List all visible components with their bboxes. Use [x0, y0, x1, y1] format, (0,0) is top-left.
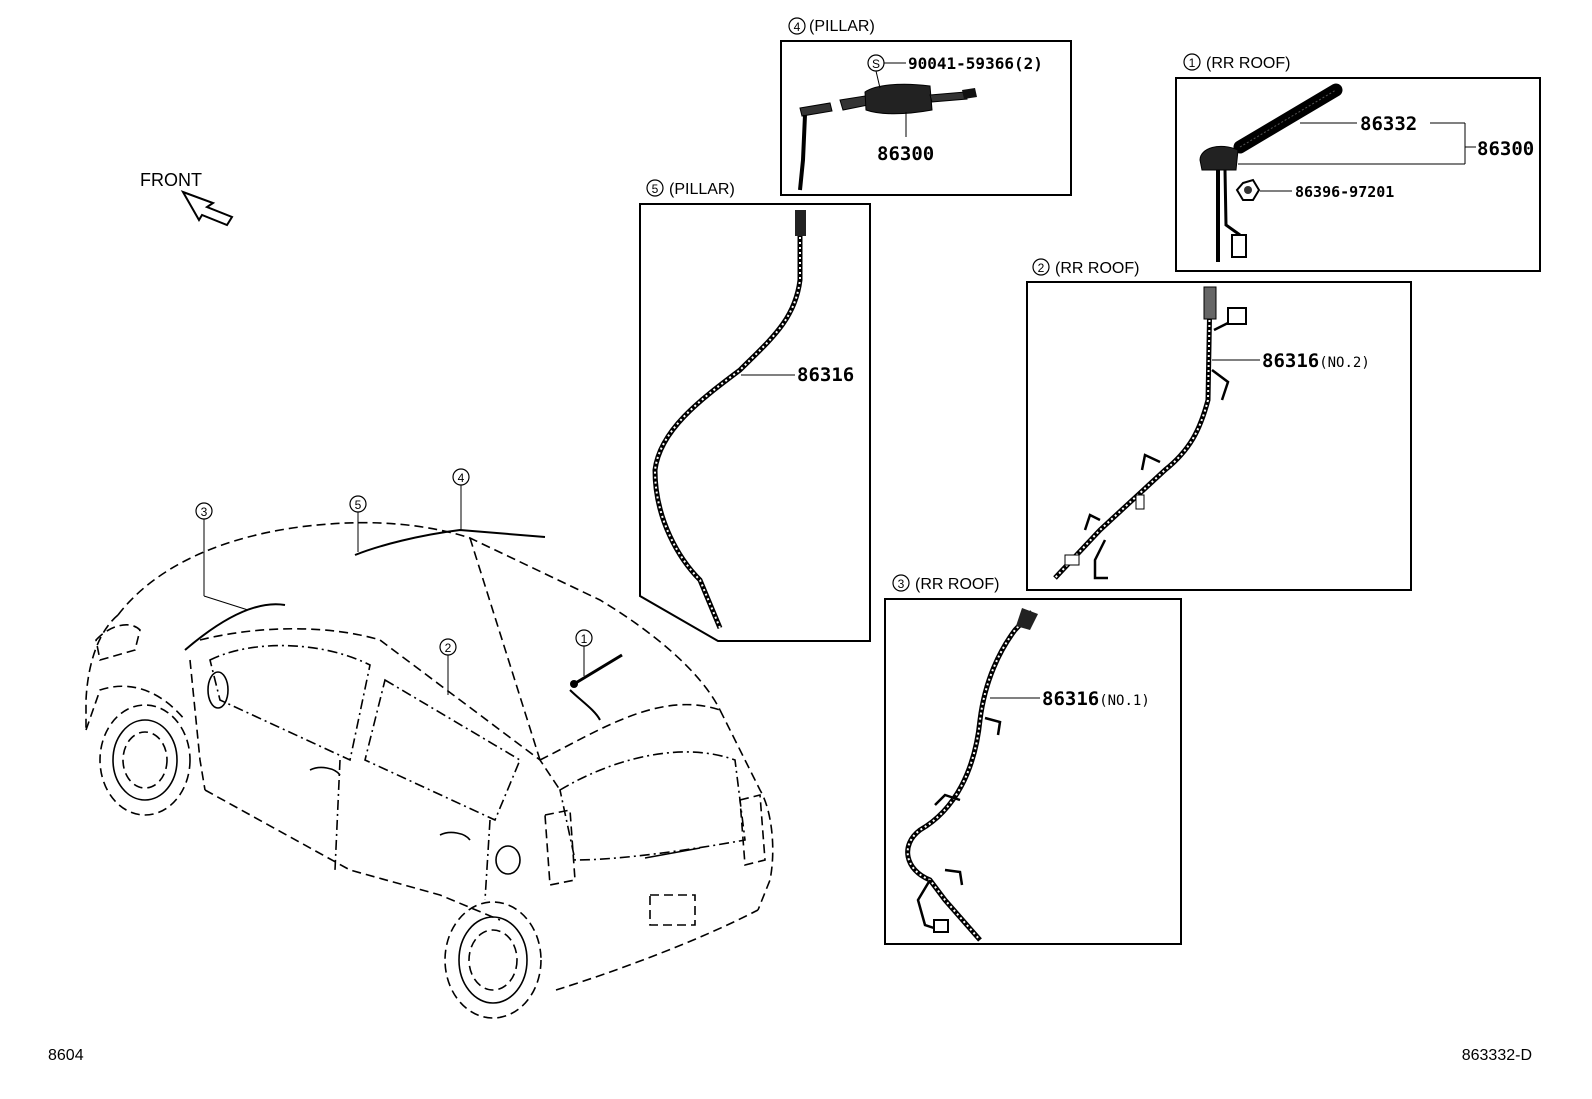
cable-86316-no1 — [905, 610, 1034, 942]
antenna-module — [864, 83, 933, 115]
clip — [1135, 494, 1145, 510]
panel-number: 2 — [1038, 261, 1045, 275]
panel-number-circle — [646, 179, 664, 197]
panel-rr-roof-2: 2 (RR ROOF) 86316(NO.2) — [1026, 258, 1412, 591]
panel-number-circle — [892, 574, 910, 592]
panel-rr-roof-3: 3 (RR ROOF) 86316(NO.1) — [884, 574, 1182, 945]
car-antenna-base — [570, 680, 578, 688]
cable-segment — [799, 102, 833, 117]
front-arrow-icon — [180, 190, 234, 227]
connector — [933, 919, 949, 933]
cable-segment — [929, 91, 968, 103]
panel-number: 5 — [652, 182, 659, 196]
leader-line — [875, 70, 881, 89]
cable-texture — [906, 611, 1033, 941]
panel-title: (PILLAR) — [809, 18, 875, 35]
part-number: 86316(NO.2) — [1262, 350, 1370, 372]
connector — [795, 210, 806, 236]
cable-texture — [1054, 289, 1211, 579]
panel-frame — [1175, 77, 1541, 272]
car-callout-2: 2 — [439, 638, 457, 695]
part-number: 86316(NO.1) — [1042, 688, 1150, 710]
clip — [1064, 554, 1080, 566]
cable-86316-no2 — [1053, 289, 1213, 580]
standard-part-mark: S — [872, 57, 880, 71]
car-callout-1: 1 — [575, 629, 593, 676]
antenna-base — [1199, 145, 1239, 171]
nut-hole — [1244, 186, 1252, 194]
connector — [1203, 286, 1217, 320]
panel-title: (RR ROOF) — [1055, 260, 1139, 277]
connector — [1016, 608, 1038, 630]
panel-title: (RR ROOF) — [915, 576, 999, 593]
car-outline — [85, 521, 774, 1019]
part-number-assy: 86300 — [1477, 138, 1534, 160]
cable-86316 — [652, 212, 803, 629]
panel-number-circle — [788, 17, 806, 35]
connector — [1231, 234, 1247, 258]
front-label: FRONT — [140, 170, 202, 190]
car-callout-5: 5 — [349, 495, 367, 552]
footer-code-right: 863332-D — [1462, 1047, 1532, 1064]
svg-text:4: 4 — [458, 471, 465, 485]
cable-lead — [798, 114, 807, 191]
panel-title: (PILLAR) — [669, 181, 735, 198]
part-number-rod: 86332 — [1360, 113, 1417, 135]
rod-texture — [1239, 89, 1337, 148]
panel-number: 1 — [1189, 56, 1196, 70]
footer-code-left: 8604 — [48, 1047, 84, 1064]
car-antenna-rod — [573, 653, 623, 686]
svg-text:2: 2 — [445, 641, 452, 655]
panel-frame — [639, 203, 871, 642]
cable-segment — [839, 95, 869, 111]
panel-frame — [1026, 281, 1412, 591]
car-callout-4: 4 — [452, 468, 470, 530]
connector — [1227, 307, 1247, 325]
cable-branches — [916, 716, 1002, 932]
panel-pillar-5: 5 (PILLAR) 86316 — [639, 179, 871, 642]
svg-text:1: 1 — [581, 632, 588, 646]
antenna-lead — [1223, 169, 1241, 237]
panel-frame — [780, 40, 1072, 196]
panel-frame — [884, 598, 1182, 945]
panel-number: 3 — [898, 577, 905, 591]
svg-text:5: 5 — [355, 498, 362, 512]
part-number: 86316 — [797, 364, 854, 386]
panel-pillar-4: 4 (PILLAR) S 90041-59366(2) 86300 — [780, 17, 1072, 196]
panel-title: (RR ROOF) — [1206, 55, 1290, 72]
panel-number-circle — [1032, 258, 1050, 276]
connector — [962, 88, 977, 99]
cable-texture — [653, 212, 801, 629]
panel-number-circle — [1183, 53, 1201, 71]
svg-text:3: 3 — [201, 505, 208, 519]
part-number-main: 86300 — [877, 143, 934, 165]
panel-number: 4 — [794, 20, 801, 34]
car-callout-3: 3 — [195, 502, 249, 611]
part-number-bolt: 90041-59366(2) — [908, 54, 1043, 73]
part-number-nut: 86396-97201 — [1295, 183, 1394, 201]
panel-rr-roof-1: 1 (RR ROOF) 86396-97201 86332 86300 — [1175, 53, 1541, 272]
